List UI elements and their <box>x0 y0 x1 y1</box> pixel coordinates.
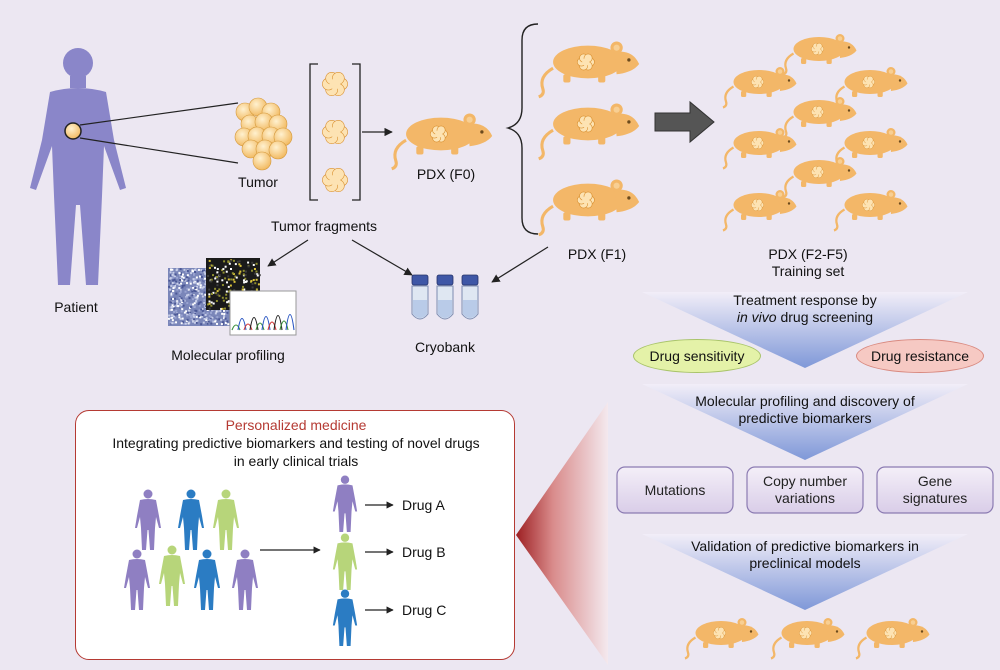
tumor-icon <box>234 97 293 171</box>
patient-person-7 <box>231 549 258 610</box>
funnel-step-1-line-2: in vivo drug screening <box>737 309 873 325</box>
funnel-step-2 <box>642 384 968 460</box>
drug-b-label: Drug B <box>402 544 446 560</box>
mouse-training-1 <box>782 34 857 76</box>
mouse-training-5 <box>722 128 797 170</box>
fragments-bracket <box>309 63 361 201</box>
drug-b-person <box>332 533 357 590</box>
people-artwork <box>123 475 394 646</box>
drug-sensitivity-oval: Drug sensitivity <box>633 339 761 373</box>
mutations-box <box>616 466 734 514</box>
mouse-training-7 <box>782 157 857 199</box>
mouse-training-2 <box>722 67 797 109</box>
cnv-line-2: variations <box>775 490 835 506</box>
mutations-label: Mutations <box>644 481 706 498</box>
drug-resistance-oval: Drug resistance <box>856 339 984 373</box>
drug-a-label: Drug A <box>402 497 445 513</box>
pdx-f1-label: PDX (F1) <box>567 246 627 262</box>
funnel-step-2-line-1: Molecular profiling and discovery of <box>695 393 915 409</box>
cnv-label: Copy number variations <box>747 467 863 513</box>
molecular-profiling-images <box>168 258 297 336</box>
drug-c-person <box>332 589 357 646</box>
mouse-pdx-f1-3 <box>538 179 640 237</box>
tumor-fragments-label: Tumor fragments <box>270 218 378 234</box>
gene-line-2: signatures <box>902 490 968 506</box>
tumor-fragment-icons <box>322 71 348 193</box>
pdx-f0-label: PDX (F0) <box>416 166 476 182</box>
mouse-validation-3 <box>855 618 930 660</box>
mouse-pdx-f0 <box>391 113 493 171</box>
patient-person-2 <box>177 489 204 550</box>
patient-person-4 <box>123 549 150 610</box>
expansion-arrow <box>654 100 715 144</box>
mouse-validation-1 <box>684 618 759 660</box>
patient-person-1 <box>134 489 161 550</box>
drug-c-label: Drug C <box>402 602 447 618</box>
patient-person-3 <box>212 489 239 550</box>
funnel-step-3-line-1: Validation of predictive biomarkers in <box>691 538 919 554</box>
tumor-label: Tumor <box>238 174 278 190</box>
funnel-step-2-line-2: predictive biomarkers <box>738 410 872 426</box>
mouse-pdx-f1-2 <box>538 103 640 161</box>
pdx-f2-f5-label: PDX (F2-F5) <box>768 246 848 262</box>
cnv-box <box>746 466 864 514</box>
drug-screening-text: drug screening <box>776 309 874 325</box>
personalized-subtitle-line-2: in early clinical trials <box>233 453 359 469</box>
mouse-training-9 <box>833 190 908 232</box>
funnel-step-1 <box>642 292 968 368</box>
translation-cone <box>516 402 608 665</box>
patient-label: Patient <box>54 299 98 315</box>
mouse-pdx-f1-1 <box>538 41 640 99</box>
mouse-validation-2 <box>770 618 845 660</box>
gene-line-1: Gene <box>917 473 953 489</box>
drug-a-person <box>332 475 357 532</box>
mouse-icons <box>391 34 930 660</box>
funnel-step-1-line-1: Treatment response by <box>733 292 877 308</box>
patient-figure <box>30 48 126 285</box>
gene-signatures-label: Gene signatures <box>877 467 993 513</box>
personalized-medicine-title: Personalized medicine <box>225 417 367 433</box>
patient-person-5 <box>158 545 185 606</box>
cnv-line-1: Copy number <box>762 473 848 489</box>
mouse-training-4 <box>782 97 857 139</box>
mouse-training-8 <box>722 190 797 232</box>
cryobank-tubes-icon <box>411 274 479 320</box>
personalized-medicine-box: Personalized medicine Integrating predic… <box>75 410 515 660</box>
patient-tumor-icon <box>64 122 82 140</box>
mouse-training-6 <box>833 128 908 170</box>
in-vivo-text: in vivo <box>736 309 777 325</box>
funnel-step-3-line-2: preclinical models <box>749 555 861 571</box>
f1-brace <box>505 23 539 235</box>
mouse-training-3 <box>833 67 908 109</box>
gene-signatures-box <box>876 466 994 514</box>
patient-person-6 <box>193 549 220 610</box>
molecular-profiling-label: Molecular profiling <box>171 347 285 363</box>
cryobank-label: Cryobank <box>415 339 475 355</box>
funnel-step-3 <box>642 534 968 610</box>
training-set-label: Training set <box>771 263 845 279</box>
personalized-subtitle-line-1: Integrating predictive biomarkers and te… <box>112 435 480 451</box>
